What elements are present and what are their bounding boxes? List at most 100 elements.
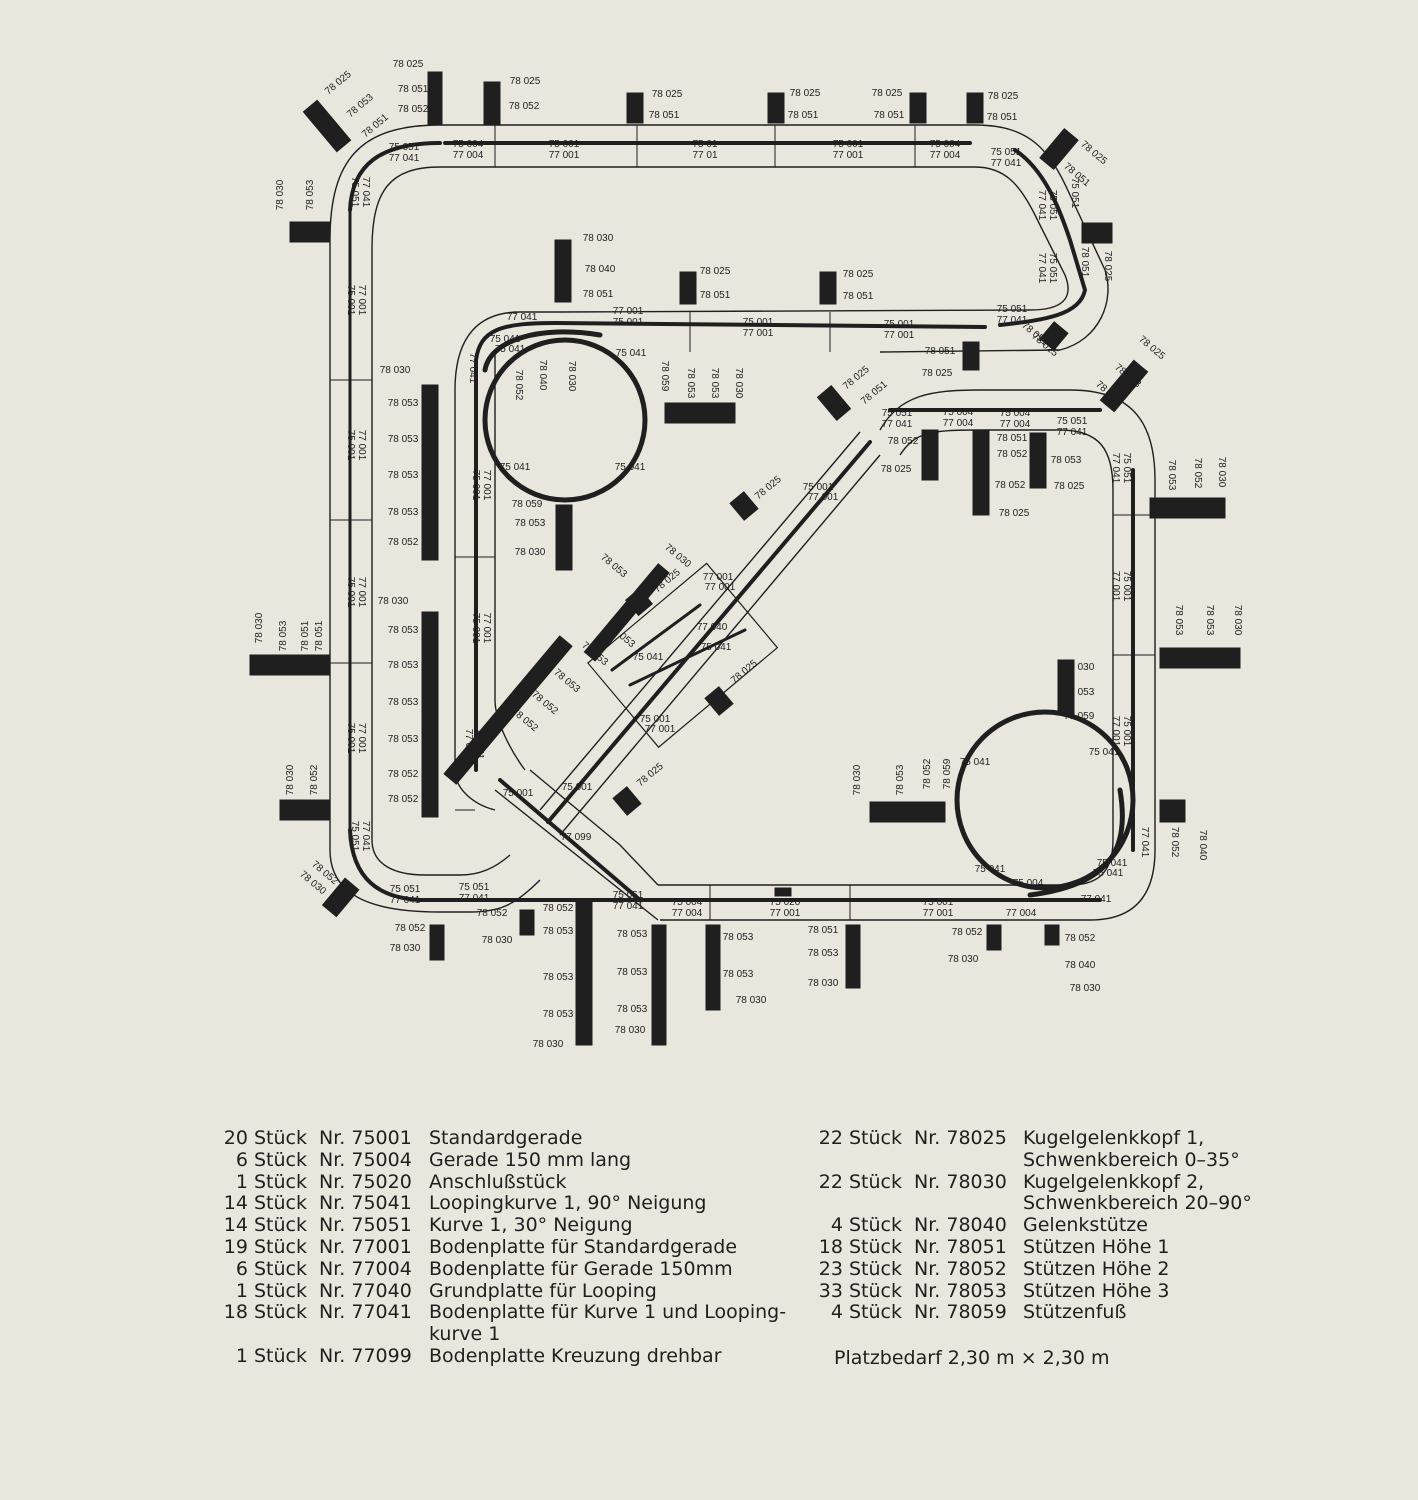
- part-description: Stützen Höhe 2: [1023, 1257, 1170, 1280]
- support-stack: [554, 239, 572, 303]
- support-stack: [679, 271, 697, 305]
- support-part-label: 78 030: [733, 368, 744, 399]
- track-part-label: 75 041: [500, 462, 531, 473]
- support-part-label: 78 025: [843, 269, 874, 280]
- support-part-label: 78 059: [512, 499, 543, 510]
- track-part-label: 77 004: [453, 150, 484, 161]
- support-part-label: 78 052: [477, 908, 508, 919]
- support-stack: [1081, 222, 1113, 244]
- track-part-label: 75 001: [345, 430, 356, 461]
- support-stack: [869, 801, 946, 823]
- part-description: Bodenplatte für Standardgerade: [429, 1235, 738, 1258]
- support-part-label: 78 053: [388, 734, 419, 745]
- part-count: 1 Stück: [235, 1170, 307, 1193]
- support-stack: [583, 563, 670, 662]
- support-part-label: 78 053: [388, 697, 419, 708]
- track-part-label: 77 004: [672, 908, 703, 919]
- support-stack: [612, 786, 642, 816]
- track-part-label: 75 001: [549, 139, 580, 150]
- support-part-label: 78 053: [895, 764, 906, 795]
- track-part-label: 77 041: [1057, 427, 1088, 438]
- track-separators: [330, 125, 1155, 920]
- support-part-label: 78 053: [388, 625, 419, 636]
- support-part-label: 78 030: [254, 612, 265, 643]
- part-count: 20 Stück: [223, 1127, 307, 1149]
- rail-diagonal: [546, 440, 872, 824]
- support-stack: [421, 611, 439, 818]
- track-part-label: 75 041: [960, 757, 991, 768]
- support-part-label: 78 053: [1051, 455, 1082, 466]
- support-part-label: 78 030: [275, 179, 286, 210]
- part-description: Gerade 150 mm lang: [429, 1148, 632, 1171]
- support-part-label: 78 025: [790, 88, 821, 99]
- track-part-label: 77 001: [613, 306, 644, 317]
- track-part-label: 75 001: [613, 317, 644, 328]
- support-part-label: 78 030: [662, 542, 693, 570]
- support-part-label: 78 053: [388, 434, 419, 445]
- support-stack: [624, 587, 654, 617]
- track-geometry: [329, 124, 1156, 921]
- support-part-label: 78 025: [635, 761, 666, 789]
- support-part-label: 78 052: [1192, 458, 1203, 489]
- part-number: Nr. 77001: [319, 1235, 412, 1258]
- support-part-label: 78 052: [543, 903, 574, 914]
- support-part-label: 78 051: [997, 433, 1028, 444]
- looping-circle-lower: [954, 709, 1136, 891]
- track-part-label: 75 020: [770, 897, 801, 908]
- support-stack: [1039, 127, 1079, 171]
- support-part-label: 78 053: [808, 948, 839, 959]
- track-part-label: 77 004: [930, 150, 961, 161]
- support-stack: [845, 924, 861, 989]
- support-part-label: 78 025: [510, 76, 541, 87]
- support-part-label: 78 025: [729, 658, 760, 686]
- support-part-label: 78 025: [652, 89, 683, 100]
- track-part-label: 77 041: [1036, 253, 1047, 284]
- support-part-label: 78 030: [390, 943, 421, 954]
- support-part-label: 78 051: [859, 379, 890, 407]
- part-number: Nr. 75020: [319, 1170, 412, 1193]
- support-part-label: 78 053: [685, 368, 696, 399]
- track-part-label: 75 051: [349, 177, 360, 208]
- support-part-label: 78 051: [874, 110, 905, 121]
- support-stack: [966, 92, 984, 124]
- support-part-label: 78 025: [753, 474, 784, 502]
- track-part-label: 77 041: [613, 901, 644, 912]
- looping-inner-track-lower: [1027, 787, 1125, 898]
- track-part-label: 77 041: [467, 353, 478, 384]
- track-part-label: 77 040: [697, 622, 728, 633]
- part-number: Nr. 78040: [914, 1214, 1007, 1237]
- support-part-label: 78 051: [808, 925, 839, 936]
- track-part-label: 77 001: [356, 577, 367, 608]
- track-part-label: 77 041: [390, 895, 421, 906]
- track-part-label: 78 052: [1169, 827, 1180, 858]
- track-part-label: 77 01: [692, 150, 717, 161]
- part-description: Standardgerade: [429, 1127, 583, 1149]
- diagonal-track-d: [529, 769, 659, 886]
- support-stack: [302, 99, 352, 153]
- part-description: Stützen Höhe 1: [1023, 1235, 1170, 1258]
- support-part-label: 78 059: [942, 758, 953, 789]
- support-stack: [1159, 647, 1241, 669]
- support-part-label: 78 053: [551, 667, 582, 695]
- support-stack: [1057, 659, 1075, 716]
- support-part-label: 78 053: [723, 932, 754, 943]
- support-stack: [767, 92, 785, 124]
- support-part-label: 78 052: [388, 769, 419, 780]
- support-part-label: 78 053: [709, 368, 720, 399]
- track-part-label: 75 051: [349, 821, 360, 852]
- track-part-label: 77 001: [833, 150, 864, 161]
- support-part-label: 78 052: [997, 449, 1028, 460]
- track-part-label: 75 001: [1121, 571, 1132, 602]
- track-part-label: 75 051: [474, 729, 485, 760]
- track-part-label: 77 004: [943, 418, 974, 429]
- part-description: Bodenplatte für Kurve 1 und Looping-kurv…: [429, 1301, 787, 1346]
- inner-left-inner-edge: [494, 350, 526, 771]
- track-part-label: 75 051: [1121, 453, 1132, 484]
- diagonal-track-a: [539, 431, 861, 811]
- support-stack: [1099, 359, 1149, 413]
